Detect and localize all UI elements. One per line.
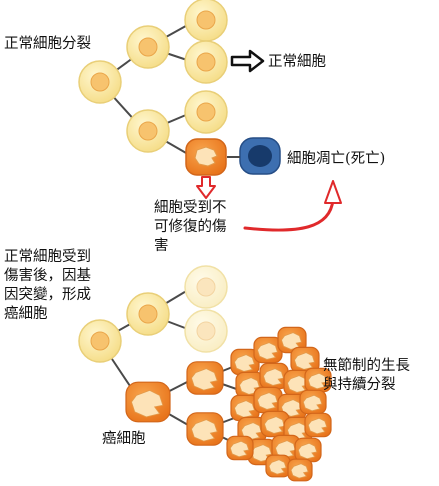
cancer-cell	[186, 412, 224, 446]
cancer-cell	[253, 386, 283, 414]
uncontrolled-growth-label: 無節制的生長 與持續分裂	[323, 357, 410, 395]
damage-label: 細胞受到不 可修復的傷 害	[154, 199, 227, 256]
dead-cell	[239, 137, 281, 175]
damaged-cell	[185, 138, 227, 176]
cancer-cell	[271, 434, 301, 462]
normal-cell	[184, 40, 228, 84]
damage-label-line: 可修復的傷	[154, 219, 227, 235]
mutation-label-line: 癌細胞	[4, 306, 48, 322]
faded-cell	[184, 309, 228, 353]
cancer-cell	[186, 361, 224, 395]
normal-cell	[78, 60, 122, 104]
uncontrolled-growth-line: 無節制的生長	[323, 358, 410, 374]
cancer-cell	[226, 435, 254, 461]
cancer-cell	[294, 437, 322, 463]
cancer-cell	[290, 346, 320, 374]
mutation-label-line: 因突變，形成	[4, 287, 91, 303]
cancer-cell	[265, 454, 291, 478]
normal-division-label: 正常細胞分裂	[4, 36, 91, 52]
mutation-label: 正常細胞受到 傷害後，因基 因突變，形成 癌細胞	[4, 248, 91, 324]
apoptosis-label: 細胞凋亡(死亡)	[287, 151, 386, 167]
cancer-cell-cluster	[125, 326, 332, 482]
cancer-cell	[125, 381, 171, 423]
normal-cell	[126, 109, 170, 153]
normal-cell-label: 正常細胞	[268, 54, 326, 70]
mutation-label-line: 正常細胞受到	[4, 249, 91, 265]
red-curved-arrow-icon	[243, 180, 342, 232]
cancer-cell	[253, 336, 283, 364]
cancer-cell-label: 癌細胞	[102, 431, 146, 447]
normal-cell	[184, 90, 228, 134]
damage-label-line: 細胞受到不	[154, 200, 227, 216]
cancer-cell	[287, 458, 313, 482]
cancer-cell	[304, 367, 332, 393]
damage-label-line: 害	[154, 238, 169, 254]
normal-cell	[126, 292, 170, 336]
uncontrolled-growth-line: 與持續分裂	[323, 377, 396, 393]
normal-cell	[184, 0, 228, 42]
cancer-cell	[304, 412, 332, 438]
cancer-cell	[277, 326, 307, 354]
faded-cell	[184, 265, 228, 309]
normal-cell	[126, 25, 170, 69]
red-hollow-down-arrow-icon	[196, 176, 216, 199]
black-hollow-right-arrow-icon	[230, 49, 265, 73]
normal-cell	[78, 319, 122, 363]
mutation-label-line: 傷害後，因基	[4, 268, 91, 284]
